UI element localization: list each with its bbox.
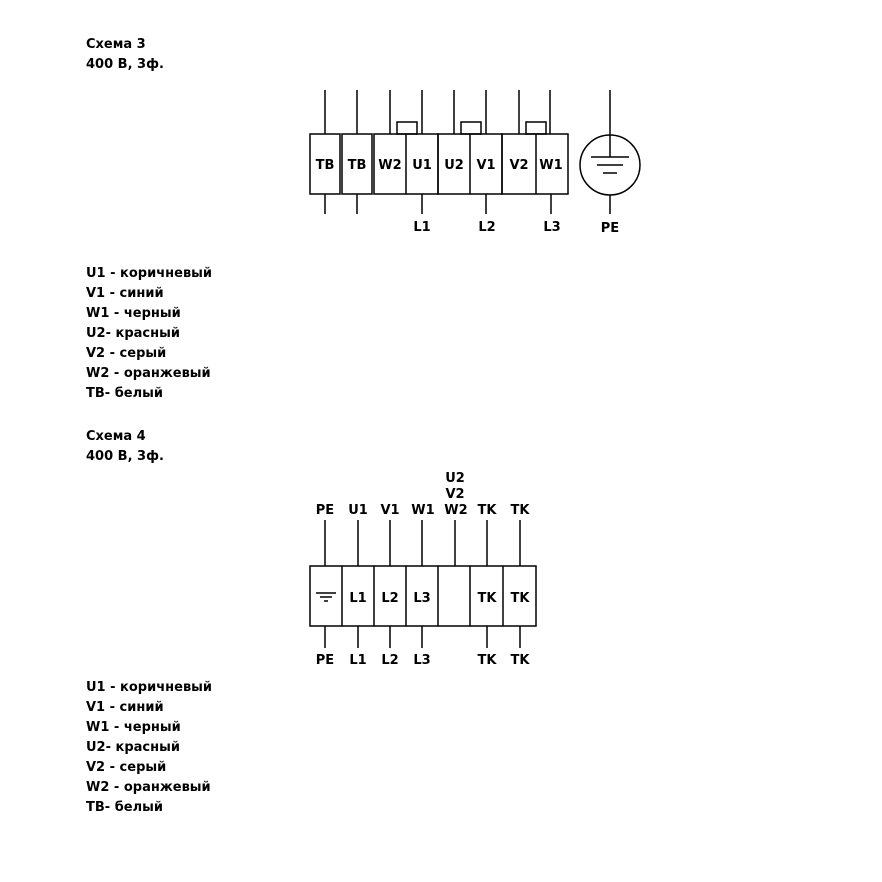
scheme3-terminal-label: W2 — [378, 158, 401, 173]
scheme3-legend: U1 - коричневый V1 - синий W1 - черный U… — [86, 264, 212, 404]
scheme3-title: Схема 3 — [86, 37, 146, 52]
scheme4-bottom-label: L2 — [381, 653, 398, 668]
scheme4-bottom-label: TK — [511, 653, 531, 668]
scheme3-terminal-label: U2 — [444, 158, 464, 173]
legend-item: V1 - синий — [86, 286, 164, 301]
scheme4-top-label: PE — [316, 503, 334, 518]
scheme4-terminal-label: L1 — [349, 591, 366, 606]
scheme4-title: Схема 4 — [86, 429, 146, 444]
scheme4-bottom-label: TK — [478, 653, 498, 668]
legend-item: W1 - черный — [86, 720, 181, 735]
scheme4-top-label: TK — [478, 503, 498, 518]
legend-item: U2- красный — [86, 740, 180, 755]
scheme3-line-label: L3 — [543, 220, 560, 235]
scheme4-terminal-label: L2 — [381, 591, 398, 606]
scheme4-bottom-label: L1 — [349, 653, 366, 668]
scheme4-header: Схема 4 400 В, 3ф. — [86, 427, 164, 467]
legend-item: U1 - коричневый — [86, 680, 213, 695]
scheme4-top-label: TK — [511, 503, 531, 518]
scheme4-top-label: V1 — [380, 503, 399, 518]
scheme3-terminal-label: V2 — [509, 158, 528, 173]
legend-item: V2 - серый — [86, 346, 167, 361]
scheme4-top-label: U1 — [348, 503, 368, 518]
scheme3-ground-label: PE — [601, 221, 619, 236]
legend-item: W2 - оранжевый — [86, 366, 211, 381]
scheme3-line-label: L2 — [478, 220, 495, 235]
scheme3-subtitle: 400 В, 3ф. — [86, 57, 164, 72]
scheme4-bottom-label: L3 — [413, 653, 430, 668]
scheme3-jumper — [396, 121, 418, 135]
scheme4-top-label: U2 — [445, 471, 465, 486]
scheme3-header: Схема 3 400 В, 3ф. — [86, 35, 164, 75]
legend-item: U1 - коричневый — [86, 266, 213, 281]
legend-item: U2- красный — [86, 326, 180, 341]
scheme4-top-label: V2 — [445, 487, 464, 502]
scheme3-terminal-label: W1 — [539, 158, 562, 173]
legend-item: TB- белый — [86, 800, 163, 815]
scheme4-subtitle: 400 В, 3ф. — [86, 449, 164, 464]
scheme4-terminal-label: L3 — [413, 591, 430, 606]
scheme3-line-label: L1 — [413, 220, 430, 235]
scheme3-terminal-label: U1 — [412, 158, 432, 173]
scheme3-terminal-label: TB — [348, 158, 367, 173]
legend-item: V2 - серый — [86, 760, 167, 775]
scheme4-legend: U1 - коричневый V1 - синий W1 - черный U… — [86, 678, 212, 818]
scheme4-terminal-block — [309, 565, 537, 627]
scheme4-top-label: W2 — [444, 503, 467, 518]
legend-item: TB- белый — [86, 386, 163, 401]
scheme3-terminal-label: TB — [316, 158, 335, 173]
legend-item: W2 - оранжевый — [86, 780, 211, 795]
scheme3-jumper — [525, 121, 547, 135]
scheme4-terminal-label: TK — [478, 591, 498, 606]
legend-item: V1 - синий — [86, 700, 164, 715]
scheme4-top-label: W1 — [411, 503, 434, 518]
scheme4-bottom-label: PE — [316, 653, 334, 668]
scheme3-jumper — [460, 121, 482, 135]
scheme4-terminal-label: TK — [511, 591, 531, 606]
scheme3-terminal-label: V1 — [476, 158, 495, 173]
legend-item: W1 - черный — [86, 306, 181, 321]
